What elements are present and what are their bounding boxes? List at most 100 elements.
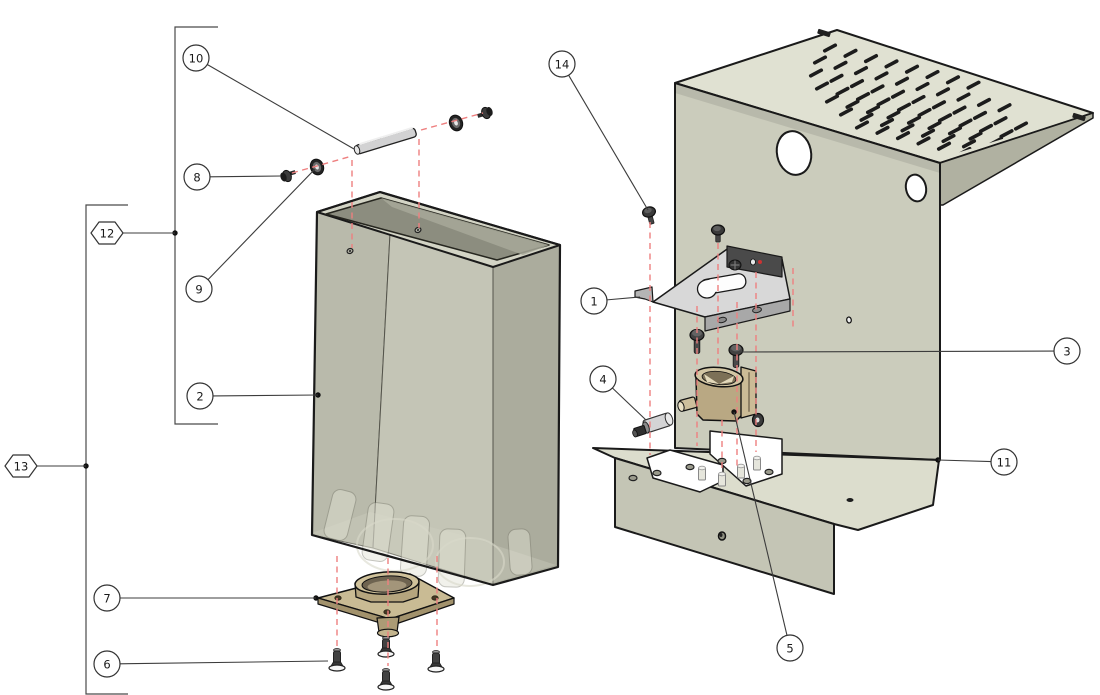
vent-slot-3-4 <box>896 102 912 112</box>
vent-slot-5-0 <box>838 107 854 117</box>
pivot-rod-cap <box>353 145 361 155</box>
callout-10-leader <box>206 64 355 150</box>
callout-4-leader <box>612 387 647 421</box>
callout-14-leader <box>568 74 649 211</box>
callout-1-balloon <box>580 287 608 315</box>
callout-11-balloon <box>990 448 1018 476</box>
vent-slot-0-2 <box>863 54 879 64</box>
vent-slot-1-0 <box>812 55 828 65</box>
bracket-keyhole-circ-fill <box>698 280 716 298</box>
vent-slot-0-0 <box>822 43 838 53</box>
vent-slot-2-3 <box>870 84 885 94</box>
callout-8: 8 <box>183 163 282 191</box>
callout-3: 3 <box>739 337 1081 365</box>
fitting-4-end <box>664 412 674 426</box>
callout-10-balloon <box>182 44 210 72</box>
vent-slot-1-1 <box>833 60 848 70</box>
flange-hole-front <box>383 609 391 615</box>
vent-slot-1-3 <box>874 71 889 81</box>
vent-slot-2-7 <box>952 105 967 115</box>
vent-slot-4-0 <box>824 94 840 104</box>
base-ring-6 <box>764 468 774 476</box>
rod-screw-left-face <box>280 172 287 182</box>
vent-slot-2-4 <box>890 89 906 99</box>
vent-slot-3-5 <box>917 107 932 118</box>
vent-slot-3-3 <box>876 97 891 107</box>
vent-slot-5-6 <box>961 139 977 149</box>
vent-slot-2-1 <box>829 73 844 83</box>
callout-13: 13 <box>4 454 86 478</box>
vent-slot-3-7 <box>958 118 973 128</box>
group-bracket-12 <box>174 26 218 425</box>
bolt-right-top <box>731 344 741 352</box>
callout-11: 11 <box>937 448 1018 476</box>
callout-8-leader <box>209 175 282 178</box>
valve-spout-end <box>677 401 685 412</box>
callout-2-balloon <box>186 382 214 410</box>
base-ring-5 <box>742 477 752 485</box>
vent-slot-4-6 <box>947 126 963 136</box>
tank-baffle-arc-2 <box>435 537 505 587</box>
vent-slot-3-6 <box>937 113 953 123</box>
base-ring-3 <box>685 463 695 471</box>
tank-outline <box>310 190 562 587</box>
bracket-left-tab <box>634 286 654 303</box>
flange-screw-2-base <box>377 650 395 658</box>
tank-bottom-inside <box>312 512 556 583</box>
callout-12-number: 12 <box>100 227 115 241</box>
bracket-red-dot <box>758 260 762 264</box>
vent-slot-2-2 <box>849 79 865 89</box>
vent-slot-2-5 <box>911 94 926 105</box>
group-brackets-layer <box>85 26 218 695</box>
vent-slot-4-2 <box>865 105 881 115</box>
callout-5-number: 5 <box>786 642 793 656</box>
bracket-front-lip <box>704 298 791 332</box>
callout-2-number: 2 <box>196 390 203 404</box>
callout-1-leader <box>606 296 641 301</box>
tank-baffle-4 <box>437 528 467 588</box>
callout-9: 9 <box>185 168 316 303</box>
callout-6-balloon <box>93 650 121 678</box>
tank-baffle-arc-1 <box>356 518 434 572</box>
vent-slot-0-1 <box>843 48 858 58</box>
valve-funnel-1 <box>704 374 719 384</box>
vent-slot-1-6 <box>935 87 951 97</box>
front-hole-small <box>904 173 928 203</box>
callout-7-balloon <box>93 584 121 612</box>
callout-4: 4 <box>589 365 647 421</box>
vent-slot-4-3 <box>886 110 901 120</box>
callout-6: 6 <box>93 650 329 678</box>
vent-slot-1-7 <box>956 92 971 102</box>
callout-1: 1 <box>580 287 641 315</box>
vent-slot-4-7 <box>968 131 983 141</box>
callout-12-balloon <box>90 221 124 245</box>
vent-slot-2-9 <box>993 116 1008 126</box>
callout-9-balloon <box>185 275 213 303</box>
callout-6-leader <box>119 660 329 665</box>
chassis-base-apron <box>614 457 835 595</box>
vent-slot-6-2 <box>895 131 911 141</box>
cover-shadow <box>675 83 940 173</box>
dashed-line-1 <box>420 112 484 131</box>
base-stud-1-top <box>698 465 706 471</box>
dashed-lines-layer <box>291 112 794 666</box>
callout-10-number: 10 <box>189 52 204 66</box>
vent-slot-1-5 <box>915 81 930 92</box>
vent-slot-1-2 <box>853 66 869 76</box>
vent-slot-6-4 <box>936 141 952 151</box>
vent-slot-2-8 <box>972 110 988 120</box>
callout-5-balloon <box>776 634 804 662</box>
vent-slot-3-2 <box>855 92 871 102</box>
parts-layer <box>280 28 1094 691</box>
callout-13-balloon <box>4 454 38 478</box>
tank-baffle-1 <box>323 489 357 541</box>
vent-slot-2-6 <box>931 100 947 110</box>
vent-slot-5-5 <box>941 133 956 144</box>
callout-2-leader <box>212 394 319 397</box>
vent-slot-5-4 <box>920 128 936 138</box>
callout-3-balloon <box>1053 337 1081 365</box>
cover-tab-back <box>817 28 831 38</box>
washer-right-hole <box>454 120 458 126</box>
